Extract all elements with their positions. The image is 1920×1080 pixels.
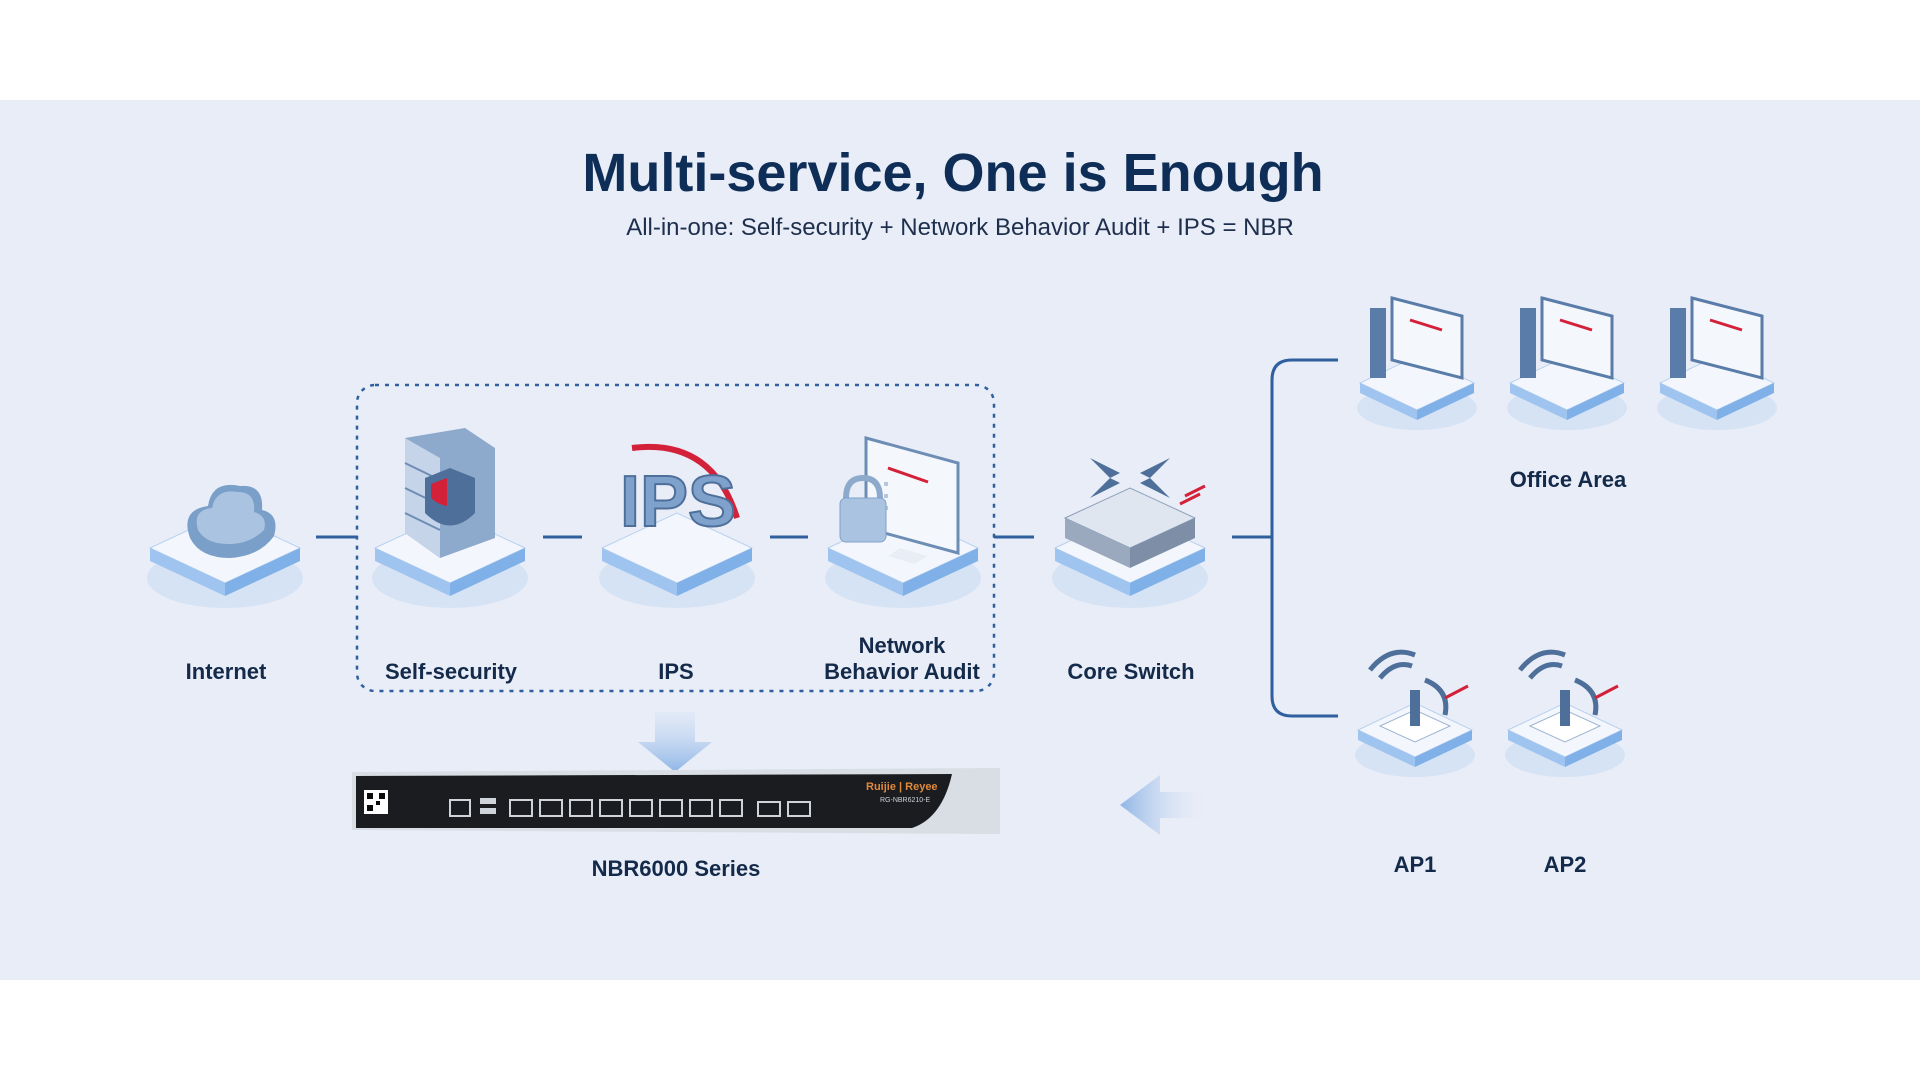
- computer-monitor-icon: [1502, 278, 1632, 438]
- label-office-area: Office Area: [1509, 467, 1627, 492]
- monitor-lock-icon: [818, 418, 988, 618]
- device-model: RG-NBR6210-E: [880, 797, 931, 804]
- label-core-switch: Core Switch: [1067, 659, 1195, 684]
- label-ap1: AP1: [1393, 852, 1437, 877]
- wireless-access-point-icon: [1500, 630, 1630, 790]
- left-arrow: [1120, 775, 1210, 835]
- label-internet: Internet: [185, 659, 267, 684]
- branch-bracket: [1270, 358, 1338, 718]
- label-device: NBR6000 Series: [591, 856, 761, 881]
- page-subtitle: All-in-one: Self-security + Network Beha…: [626, 214, 1294, 241]
- ips-letters-icon: IPS: [592, 418, 762, 618]
- firewall-shield-icon: [365, 418, 535, 618]
- network-switch-icon: [1045, 418, 1215, 618]
- page-title: Multi-service, One is Enough: [582, 143, 1324, 203]
- label-ips: IPS: [658, 659, 694, 684]
- down-arrow: [638, 712, 712, 772]
- label-nba-line2: Behavior Audit: [824, 659, 980, 684]
- label-network-behavior-audit: Network Behavior Audit: [824, 633, 980, 685]
- svg-text:IPS: IPS: [620, 462, 736, 542]
- device-brand: Ruijie | Reyee: [866, 781, 938, 793]
- label-nba-line1: Network: [858, 633, 946, 658]
- computer-monitor-icon: [1652, 278, 1782, 438]
- computer-monitor-icon: [1352, 278, 1482, 438]
- cloud-icon: [140, 418, 310, 618]
- wireless-access-point-icon: [1350, 630, 1480, 790]
- label-ap2: AP2: [1543, 852, 1587, 877]
- nbr-device-image: Ruijie | Reyee RG-NBR6210-E: [352, 768, 1000, 838]
- label-self-security: Self-security: [384, 659, 518, 684]
